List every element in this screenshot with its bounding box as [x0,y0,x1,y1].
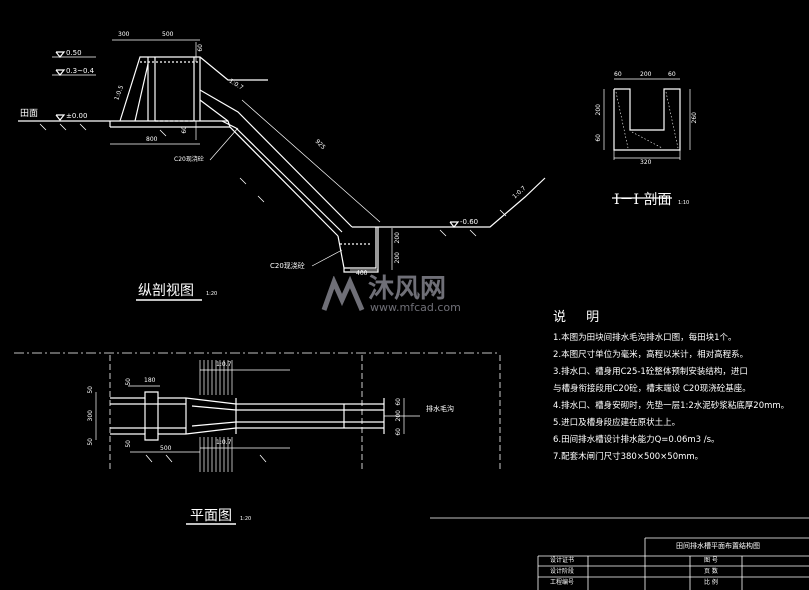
cs-dim-left-b: 60 [595,134,602,142]
title-block-cell: 设计证书 [550,557,575,564]
plan-dim-left-c: 50 [87,438,94,446]
plan-dim-left-b: 300 [87,410,94,422]
section-linework [18,39,546,273]
title-block-linework [430,517,809,590]
dim-base: 800 [146,136,158,143]
plan-dim-right-b: 200 [395,410,402,422]
plan-view-title: 平面图 [190,508,232,524]
ground-label: 田面 [20,109,39,119]
note-item: 4.排水口、槽身安砌时，先垫一层1:2水泥砂浆粘底厚20mm。 [553,401,790,411]
section-view-scale: 1:20 [206,291,218,297]
dim-top: 500 [162,31,174,38]
watermark-url: www.mfcad.com [370,301,461,314]
cs-dim-right: 260 [691,112,698,124]
dim-small-b: 60 [181,126,188,134]
plan-dim-bottom-a: 50 [125,440,132,448]
drawing-title: 田间排水槽平面布置结构图 [676,542,760,550]
level-label-mid: 0.3~0.4 [66,67,95,75]
watermark [320,275,366,320]
plan-dim-top-b: 180 [144,377,156,384]
cs-dim-top-a: 60 [614,71,622,78]
cs-dim-top-b: 200 [640,71,652,78]
note-item: 5.进口及槽身段应建在原状土上。 [553,418,681,428]
cs-dim-left-a: 200 [595,104,602,116]
note-item: 与槽身衔接段用C20砼，槽末端设 C20现浇砼基座。 [553,384,751,394]
level-label-top: 0.50 [66,49,82,57]
dim-small-a: 60 [197,44,204,52]
plan-dim-right-a: 60 [395,398,402,406]
title-block-cell: 工程编号 [550,579,575,586]
title-block-cell: 比 例 [704,579,718,586]
title-block-cell: 设计阶段 [550,568,575,575]
plan-dim-left-a: 50 [87,386,94,394]
concrete-label-b: C20现浇砼 [270,262,305,270]
level-label-ground: ±0.00 [66,112,88,120]
note-item: 3.排水口、槽身用C25-1砼整体预制安装结构，进口 [553,367,748,377]
dim-sump-h2: 200 [394,252,401,264]
section-view-title: 纵剖视图 [138,283,194,299]
plan-slope-top: 1:0.7 [216,361,232,368]
notes-heading: 说 明 [553,310,608,325]
plan-slope-bottom: 1:0.7 [216,439,232,446]
watermark-brand: 沐风网 [368,274,447,304]
dim-top-left: 300 [118,31,130,38]
plan-view-scale: 1:20 [240,516,252,522]
cross-section-scale: 1:10 [678,200,690,206]
concrete-label-a: C20现浇砼 [174,156,204,163]
plan-dim-bottom-b: 500 [160,445,172,452]
level-right: -0.60 [460,218,479,226]
note-item: 7.配套木闸门尺寸380×500×50mm。 [553,452,704,462]
cs-dim-top-c: 60 [668,71,676,78]
dim-sump-w: 400 [356,270,368,277]
note-item: 1.本图为田块间排水毛沟排水口图，每田块1个。 [553,333,737,343]
cs-dim-bottom: 320 [640,159,652,166]
cross-section-linework [603,78,691,199]
plan-dim-right-c: 60 [395,428,402,436]
watermark-logo-icon [321,275,365,311]
ditch-label: 排水毛沟 [426,405,454,413]
cross-section-title: I－I 剖面 [614,192,672,208]
note-item: 2.本图尺寸单位为毫米，高程以米计，相对高程系。 [553,350,749,360]
note-item: 6.田间排水槽设计排水能力Q=0.06m3 /s。 [553,435,720,445]
title-block-cell: 页 数 [704,568,718,575]
plan-linework [14,352,501,472]
plan-dim-top-a: 50 [125,378,132,386]
dim-sump-h1: 200 [394,232,401,244]
title-block-cell: 图 号 [704,557,718,564]
